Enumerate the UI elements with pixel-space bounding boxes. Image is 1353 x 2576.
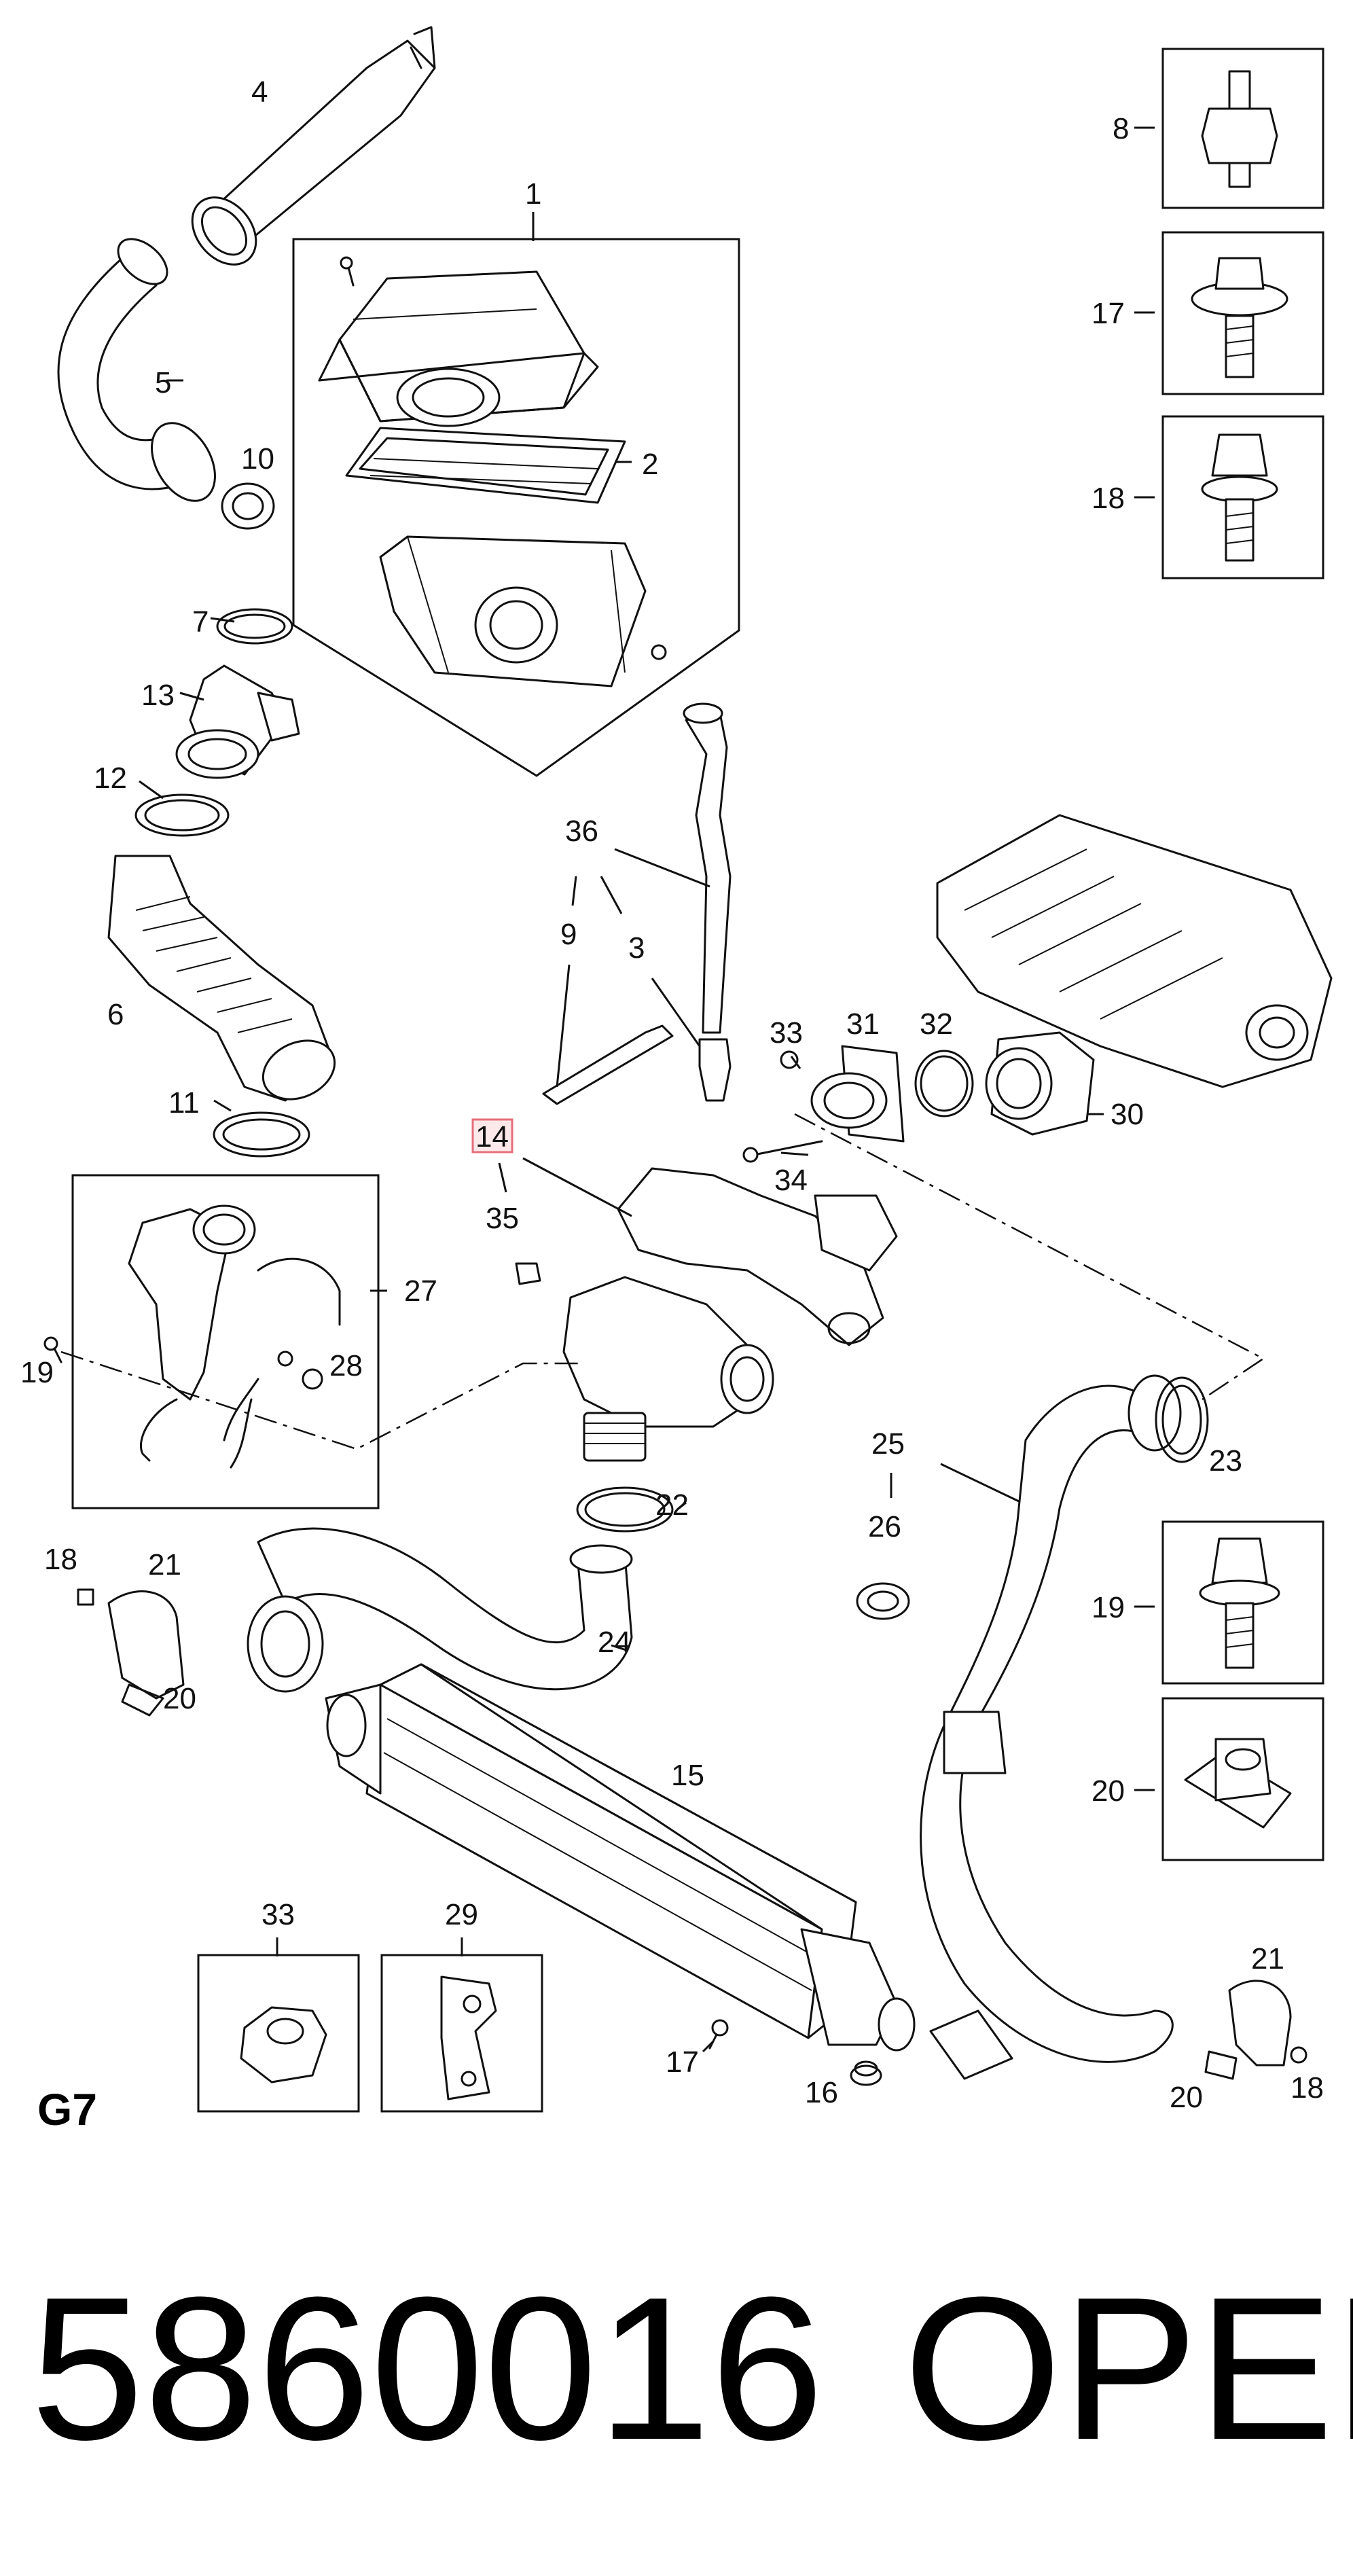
callout-21-left: 21 bbox=[148, 1548, 181, 1581]
callout-6: 6 bbox=[107, 998, 124, 1031]
detail-box-20 bbox=[1161, 1697, 1324, 1861]
callout-28: 28 bbox=[329, 1349, 363, 1382]
callout-12: 12 bbox=[94, 762, 127, 795]
intercooler-15 bbox=[325, 1663, 916, 2052]
throttle-body-30 bbox=[985, 1031, 1095, 1136]
callout-17-box: 17 bbox=[1092, 297, 1125, 330]
callout-19-left: 19 bbox=[20, 1356, 54, 1389]
callout-35: 35 bbox=[486, 1202, 519, 1235]
bolt-34 bbox=[742, 1140, 823, 1163]
callout-21-right: 21 bbox=[1251, 1942, 1284, 1975]
callout-4: 4 bbox=[251, 75, 268, 109]
callout-15: 15 bbox=[671, 1759, 704, 1792]
callout-16: 16 bbox=[805, 2076, 838, 2109]
callout-18-right: 18 bbox=[1291, 2071, 1324, 2105]
highlight-box-14 bbox=[471, 1118, 513, 1153]
callout-1: 1 bbox=[525, 177, 541, 211]
callout-7: 7 bbox=[192, 605, 209, 639]
callout-20-left: 20 bbox=[163, 1682, 196, 1715]
callout-19-box: 19 bbox=[1092, 1591, 1125, 1624]
callout-31: 31 bbox=[846, 1007, 880, 1041]
callout-20-box: 20 bbox=[1092, 1774, 1125, 1808]
callout-30: 30 bbox=[1111, 1098, 1144, 1131]
callout-29: 29 bbox=[445, 1898, 478, 1931]
assembly-lines bbox=[60, 1113, 1265, 1450]
air-cleaner-assembly bbox=[292, 238, 740, 777]
detail-box-8 bbox=[1161, 48, 1324, 209]
callout-36: 36 bbox=[565, 815, 598, 848]
charge-air-hose-24 bbox=[247, 1527, 633, 1693]
hose-25 bbox=[920, 1374, 1182, 2080]
callout-3: 3 bbox=[628, 931, 645, 965]
clip-35 bbox=[515, 1262, 541, 1285]
callout-13: 13 bbox=[141, 679, 175, 712]
fastener-18-left bbox=[77, 1588, 94, 1606]
callout-26: 26 bbox=[868, 1510, 901, 1543]
clamp-12 bbox=[134, 793, 230, 837]
detail-box-17 bbox=[1161, 231, 1324, 395]
hose-5 bbox=[57, 238, 216, 502]
section-code: G7 bbox=[37, 2084, 97, 2134]
nut-33-small bbox=[780, 1050, 799, 1069]
callout-9: 9 bbox=[560, 918, 577, 951]
fastener-20-right bbox=[1204, 2050, 1238, 2080]
connector-3 bbox=[698, 1038, 732, 1102]
callout-22: 22 bbox=[655, 1488, 689, 1522]
part-number: 5860016 bbox=[31, 2254, 824, 2482]
detail-box-18 bbox=[1161, 415, 1324, 579]
breather-hose-36 bbox=[683, 702, 732, 1034]
grommet-16 bbox=[850, 2060, 882, 2086]
leader-lines bbox=[139, 126, 1155, 2053]
bolt-19-small bbox=[43, 1336, 62, 1363]
fastener-18-right bbox=[1290, 2046, 1307, 2064]
callout-18-box: 18 bbox=[1092, 482, 1125, 515]
callout-8: 8 bbox=[1113, 112, 1129, 145]
callout-27: 27 bbox=[404, 1274, 437, 1308]
detail-box-33 bbox=[197, 1954, 360, 2113]
callout-24: 24 bbox=[598, 1626, 631, 1659]
callout-20-right: 20 bbox=[1170, 2081, 1203, 2114]
clamp-23 bbox=[1155, 1376, 1209, 1463]
seal-32 bbox=[914, 1050, 974, 1117]
grommet-10 bbox=[221, 482, 275, 530]
callout-25: 25 bbox=[871, 1427, 905, 1461]
fastener-20-left bbox=[121, 1683, 164, 1717]
callout-5: 5 bbox=[155, 366, 171, 399]
intake-pipe-4 bbox=[191, 26, 436, 266]
detail-box-19 bbox=[1161, 1520, 1324, 1685]
seal-26 bbox=[856, 1582, 910, 1620]
callout-33-small: 33 bbox=[770, 1016, 803, 1050]
bracket-21-left bbox=[107, 1590, 185, 1700]
screw-17-small bbox=[708, 2019, 729, 2050]
callout-23: 23 bbox=[1209, 1444, 1242, 1478]
bellows-6 bbox=[107, 855, 336, 1102]
callout-2: 2 bbox=[642, 448, 658, 481]
callout-34: 34 bbox=[774, 1164, 808, 1197]
callout-18-left: 18 bbox=[44, 1543, 77, 1576]
callout-14: 14 bbox=[475, 1120, 509, 1153]
sensor-13 bbox=[175, 664, 300, 779]
brand-name: OPEL bbox=[903, 2254, 1353, 2482]
callout-17-small: 17 bbox=[666, 2045, 699, 2079]
callout-labels: 4 1 2 5 10 7 13 12 6 11 36 9 3 33 31 32 … bbox=[20, 75, 1324, 2114]
pipe-kit-27 bbox=[71, 1174, 380, 1509]
clamp-22 bbox=[576, 1486, 674, 1533]
intake-manifold bbox=[936, 814, 1333, 1088]
callout-10: 10 bbox=[241, 442, 274, 476]
clamp-7 bbox=[216, 608, 293, 645]
clamp-11 bbox=[213, 1111, 310, 1158]
cable-tie-9 bbox=[542, 1024, 674, 1105]
callout-32: 32 bbox=[920, 1007, 953, 1041]
adapter-31 bbox=[810, 1045, 905, 1143]
callout-11: 11 bbox=[168, 1086, 200, 1120]
egr-valve-assembly bbox=[562, 1276, 774, 1462]
callout-33-box: 33 bbox=[261, 1898, 295, 1931]
egr-pipe-14 bbox=[617, 1167, 898, 1346]
detail-box-29 bbox=[380, 1954, 543, 2113]
bracket-21-right bbox=[1228, 1980, 1292, 2067]
